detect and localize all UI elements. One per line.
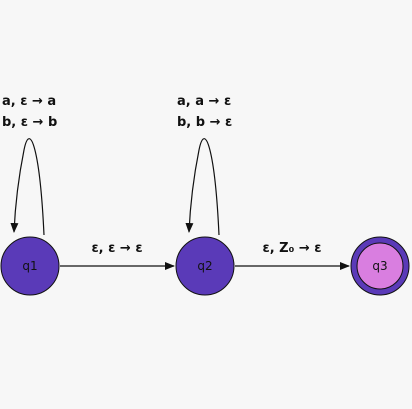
- state-q2[interactable]: q2: [175, 236, 235, 296]
- transition-label-q1-q2: ε, ε → ε: [91, 241, 142, 256]
- self-loop-q2: [185, 138, 220, 236]
- self-loop-q1: [10, 138, 45, 236]
- transition-label-q2-q3: ε, Z₀ → ε: [262, 241, 321, 256]
- state-q2-label: q2: [197, 259, 212, 273]
- state-q3-inner-circle: [356, 242, 404, 290]
- state-q2-circle: [175, 236, 235, 296]
- transition-label-q1-loop-1: a, ε → a: [2, 94, 56, 109]
- transition-label-q2-loop-1: a, a → ε: [177, 94, 231, 109]
- state-q3-label: q3: [372, 259, 387, 273]
- state-q3[interactable]: q3: [350, 236, 410, 296]
- transition-label-q2-loop-2: b, b → ε: [177, 115, 232, 130]
- state-q1-circle: [0, 236, 60, 296]
- state-q1-label: q1: [22, 259, 37, 273]
- state-q1[interactable]: q1: [0, 236, 60, 296]
- transition-label-q1-loop-2: b, ε → b: [2, 115, 57, 130]
